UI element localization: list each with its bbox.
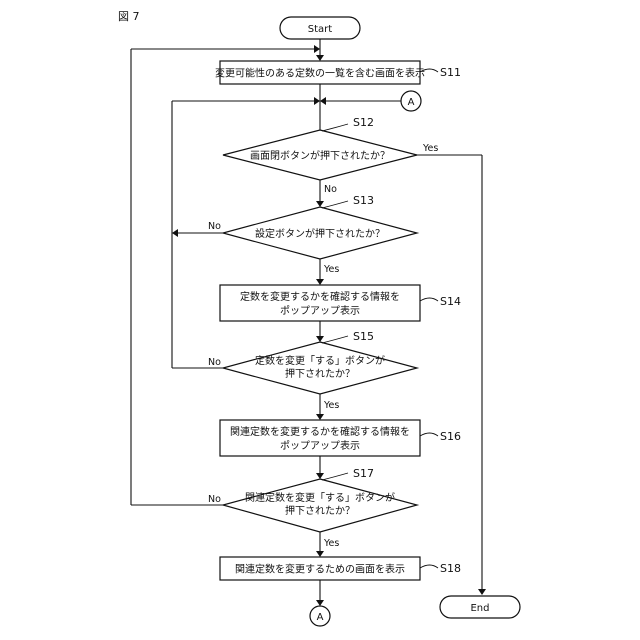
s12-yes-label: Yes <box>422 143 438 154</box>
step-s12-decision: 画面閉ボタンが押下されたか？ <box>223 130 417 180</box>
step-s17-text-line1: 関連定数を変更「する」ボタンが <box>245 491 395 504</box>
step-s16-box: 関連定数を変更するかを確認する情報を ポップアップ表示 <box>220 420 420 456</box>
s17-no-label: No <box>208 494 221 505</box>
arrowhead <box>478 589 486 595</box>
figure-label: 図 7 <box>118 10 140 23</box>
s13-yes-label: Yes <box>323 264 339 275</box>
step-s18-text: 関連定数を変更するための画面を表示 <box>235 563 405 576</box>
step-s15-leader <box>322 336 348 343</box>
connector-a-top: A <box>401 91 421 111</box>
arrowhead <box>316 551 324 557</box>
arrowhead <box>316 55 324 61</box>
start-label: Start <box>308 24 333 35</box>
step-s14-text-line1: 定数を変更するかを確認する情報を <box>240 290 400 303</box>
arrowhead <box>316 279 324 285</box>
step-s15-text-line2: 押下されたか？ <box>285 367 355 380</box>
end-terminal: End <box>440 596 520 618</box>
step-s15-id: S15 <box>353 330 374 343</box>
start-terminal: Start <box>280 17 360 39</box>
step-s16-id: S16 <box>440 430 461 443</box>
arrowhead <box>316 414 324 420</box>
step-s12-text: 画面閉ボタンが押下されたか？ <box>250 149 390 162</box>
step-s14-text-line2: ポップアップ表示 <box>280 304 360 317</box>
arrowhead <box>316 336 324 342</box>
step-s15-text-line1: 定数を変更「する」ボタンが <box>255 354 385 367</box>
s15-yes-label: Yes <box>323 400 339 411</box>
step-s16-leader <box>420 433 438 436</box>
step-s14-id: S14 <box>440 295 461 308</box>
step-s14-box: 定数を変更するかを確認する情報を ポップアップ表示 <box>220 285 420 321</box>
arrowhead <box>172 229 178 237</box>
step-s16-text-line1: 関連定数を変更するかを確認する情報を <box>230 425 410 438</box>
connector-a-bottom-label: A <box>317 612 324 623</box>
step-s18-leader <box>420 565 438 568</box>
step-s17-text-line2: 押下されたか？ <box>285 504 355 517</box>
step-s12-leader <box>322 124 348 131</box>
connector-a-bottom: A <box>310 606 330 626</box>
step-s18-id: S18 <box>440 562 461 575</box>
step-s13-text: 設定ボタンが押下されたか？ <box>255 227 385 240</box>
step-s18-box: 関連定数を変更するための画面を表示 <box>220 557 420 580</box>
step-s11-id: S11 <box>440 66 461 79</box>
connector-a-top-label: A <box>408 97 415 108</box>
step-s15-decision: 定数を変更「する」ボタンが 押下されたか？ <box>223 342 417 394</box>
step-s13-leader <box>322 201 348 208</box>
step-s17-leader <box>322 473 348 480</box>
step-s13-id: S13 <box>353 194 374 207</box>
step-s14-leader <box>420 298 438 301</box>
step-s17-decision: 関連定数を変更「する」ボタンが 押下されたか？ <box>223 479 417 532</box>
end-label: End <box>470 603 489 614</box>
s15-no-label: No <box>208 357 221 368</box>
arrowhead <box>314 97 320 105</box>
step-s11-text: 変更可能性のある定数の一覧を含む画面を表示 <box>215 67 425 80</box>
s12-no-label: No <box>324 184 337 195</box>
step-s17-id: S17 <box>353 467 374 480</box>
step-s13-decision: 設定ボタンが押下されたか？ <box>223 207 417 259</box>
arrowhead <box>316 201 324 207</box>
arrowhead <box>316 473 324 479</box>
step-s16-text-line2: ポップアップ表示 <box>280 439 360 452</box>
step-s12-id: S12 <box>353 116 374 129</box>
s13-no-label: No <box>208 221 221 232</box>
arrowhead <box>316 600 324 606</box>
step-s11-box: 変更可能性のある定数の一覧を含む画面を表示 <box>215 61 425 84</box>
s17-yes-label: Yes <box>323 538 339 549</box>
arrowhead <box>314 45 320 53</box>
arrowhead <box>320 97 326 105</box>
